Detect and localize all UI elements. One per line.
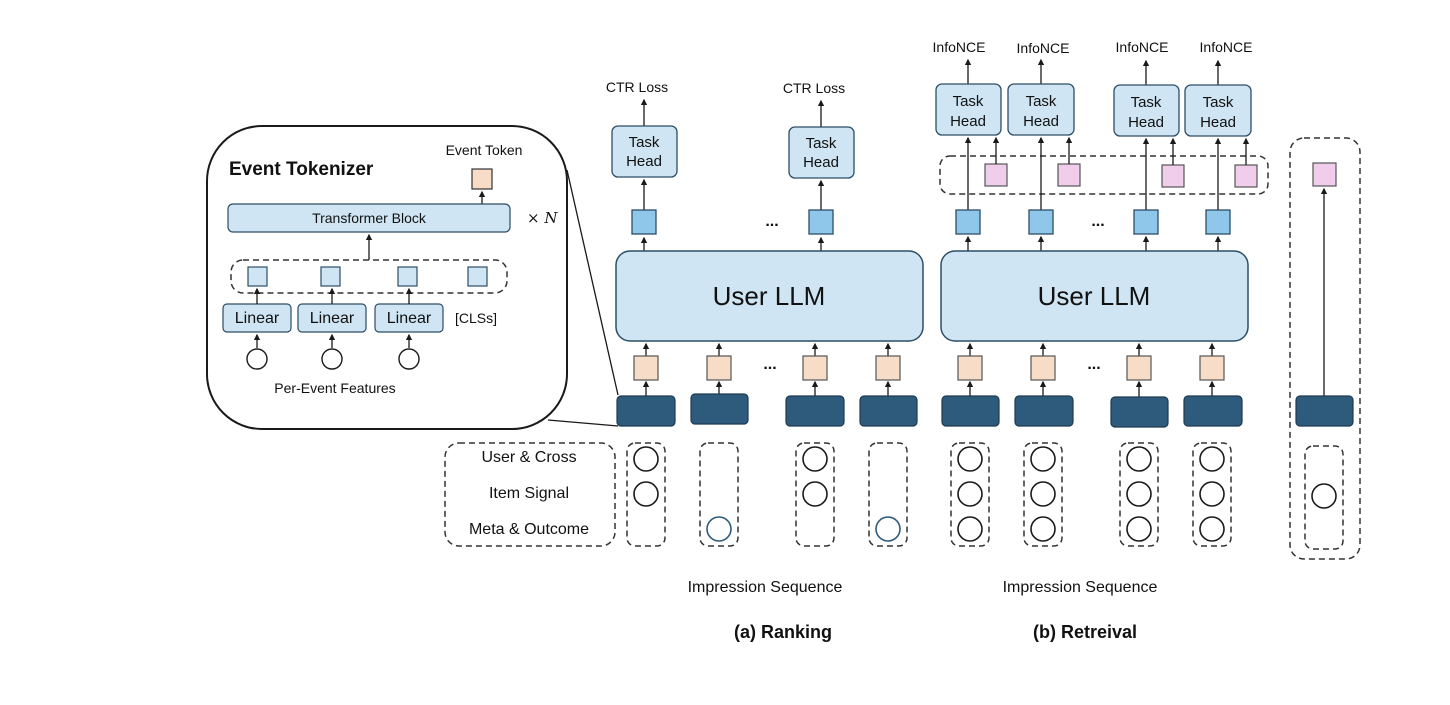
retrieval-ellipsis-middle: ... [1087, 356, 1100, 373]
event-token-square [471, 168, 493, 190]
transformer-block [227, 203, 511, 233]
svg-text:Head: Head [626, 153, 662, 170]
ranking-feature-columns [626, 442, 908, 547]
ranking-task-head-1: Task Head [611, 125, 678, 178]
retrieval-ellipsis-top: ... [1091, 213, 1104, 230]
retrieval-user-llm-label: User LLM [1038, 281, 1151, 311]
ranking-ellipsis-top: ... [765, 213, 778, 230]
times-n-label: × N [527, 209, 558, 227]
retrieval-event-tokens [957, 355, 1225, 381]
linear-label-3: Linear [387, 310, 432, 327]
retrieval-loss-label-1: InfoNCE [933, 39, 986, 55]
event-token-label: Event Token [446, 142, 523, 158]
svg-text:Task: Task [1026, 93, 1057, 110]
svg-text:Head: Head [950, 113, 986, 130]
cls-squares [247, 266, 488, 287]
candidate-items-box [939, 155, 1269, 195]
ranking-sequence-label: Impression Sequence [688, 579, 843, 596]
ranking-output-token-1 [631, 209, 657, 235]
linear-label-2: Linear [310, 310, 355, 327]
retrieval-task-head-4: Task Head [1184, 84, 1252, 137]
item-tower [1289, 137, 1361, 560]
zoom-line-top [566, 169, 619, 396]
retrieval-loss-label-3: InfoNCE [1116, 39, 1169, 55]
ranking-tokenizer-blocks [616, 393, 918, 427]
retrieval-task-head-1: Task Head [935, 83, 1002, 136]
ranking-user-llm [615, 250, 924, 342]
ranking-loss-label-2: CTR Loss [783, 80, 845, 96]
ranking-section: CTR Loss CTR Loss Task Head Task Head ..… [606, 79, 924, 642]
tokenizer-title: Event Tokenizer [229, 159, 374, 180]
item-tower-token [1312, 162, 1337, 187]
svg-text:Task: Task [953, 93, 984, 110]
retrieval-sequence-label: Impression Sequence [1003, 579, 1158, 596]
legend-item-signal: Item Signal [489, 485, 569, 502]
item-tower-tokenizer-block [1295, 395, 1354, 427]
retrieval-feature-columns [950, 442, 1232, 547]
retrieval-user-llm [940, 250, 1249, 342]
ranking-user-llm-label: User LLM [713, 281, 826, 311]
retrieval-tokenizer-blocks [941, 395, 1243, 428]
candidate-item-tokens [984, 163, 1258, 188]
retrieval-output-tokens [955, 209, 1231, 235]
retrieval-loss-label-2: InfoNCE [1017, 40, 1070, 56]
svg-text:Task: Task [1203, 94, 1234, 111]
ranking-event-tokens [633, 355, 901, 381]
event-tokenizer-panel: Event Tokenizer Event Token Transformer … [206, 125, 568, 430]
svg-text:Task: Task [629, 134, 660, 151]
svg-text:Task: Task [806, 135, 837, 152]
svg-text:Head: Head [1023, 113, 1059, 130]
retrieval-task-head-3: Task Head [1113, 84, 1180, 137]
ranking-loss-label-1: CTR Loss [606, 79, 668, 95]
ranking-caption: (a) Ranking [734, 622, 832, 642]
legend-user-cross: User & Cross [481, 449, 576, 466]
retrieval-caption: (b) Retreival [1033, 622, 1137, 642]
cls-group-box [230, 259, 508, 294]
linear-label-1: Linear [235, 310, 280, 327]
legend-meta-outcome: Meta & Outcome [469, 521, 589, 538]
svg-text:Head: Head [1128, 114, 1164, 131]
linear-blocks: Linear Linear Linear [222, 303, 444, 333]
transformer-block-label: Transformer Block [312, 210, 427, 226]
cls-label: [CLSs] [455, 310, 497, 326]
feature-circles [246, 348, 420, 370]
retrieval-section: InfoNCE InfoNCE InfoNCE InfoNCE Task Hea… [933, 39, 1361, 642]
zoom-line-bottom [547, 419, 619, 427]
ranking-ellipsis-middle: ... [763, 356, 776, 373]
per-event-features-label: Per-Event Features [274, 380, 395, 396]
ranking-task-head-2: Task Head [788, 126, 855, 179]
retrieval-task-head-2: Task Head [1007, 83, 1075, 136]
retrieval-loss-label-4: InfoNCE [1200, 39, 1253, 55]
svg-text:Task: Task [1131, 94, 1162, 111]
svg-text:Head: Head [1200, 114, 1236, 131]
svg-text:Head: Head [803, 154, 839, 171]
ranking-output-token-2 [808, 209, 834, 235]
feature-legend: User & Cross Item Signal Meta & Outcome [444, 442, 616, 547]
